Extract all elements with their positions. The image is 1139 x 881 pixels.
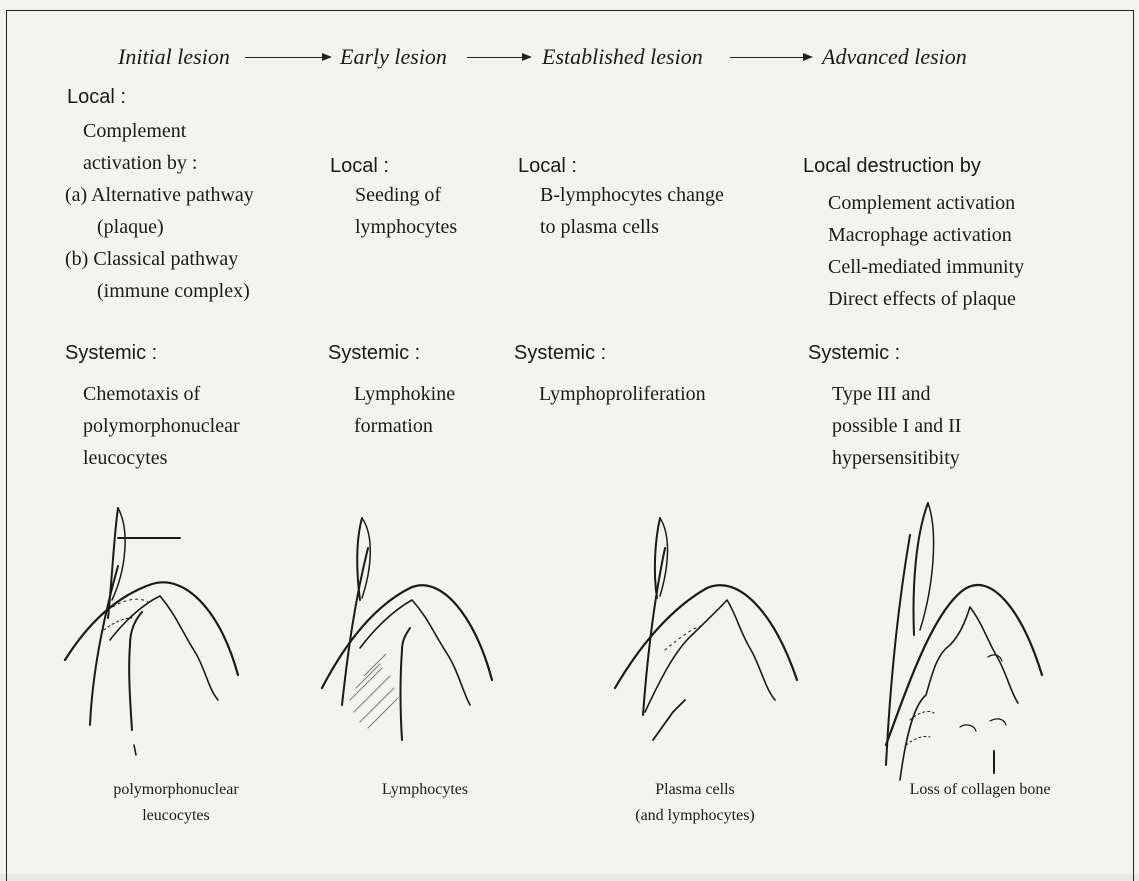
col4-systemic-line-3: hypersensitibity — [832, 442, 960, 474]
col1-systemic-heading: Systemic : — [65, 342, 157, 365]
col2-systemic-line-2: formation — [354, 410, 433, 442]
col4-local-line-4: Direct effects of plaque — [828, 283, 1016, 315]
col3-systemic-line-1: Lymphoproliferation — [539, 378, 706, 410]
col4-local-line-3: Cell-mediated immunity — [828, 251, 1024, 283]
caption-advanced-line-1: Loss of collagen bone — [870, 777, 1090, 803]
col1-local-line-1: Complement — [83, 115, 186, 147]
early-lesion-sketch — [320, 500, 520, 750]
initial-lesion-sketch — [60, 500, 260, 760]
col3-local-line-2: to plasma cells — [540, 211, 659, 243]
col4-local-line-1: Complement activation — [828, 187, 1015, 219]
caption-early-line-1: Lymphocytes — [340, 777, 510, 803]
caption-established-lesion: Plasma cells (and lymphocytes) — [605, 777, 785, 829]
col1-local-line-6: (immune complex) — [97, 275, 250, 307]
stage-arrow-3 — [730, 57, 810, 58]
caption-initial-lesion: polymorphonuclear leucocytes — [88, 777, 264, 829]
caption-established-line-1: Plasma cells — [605, 777, 785, 803]
stage-initial-lesion: Initial lesion — [118, 44, 230, 70]
caption-early-lesion: Lymphocytes — [340, 777, 510, 803]
col2-systemic-heading: Systemic : — [328, 342, 420, 365]
established-lesion-sketch — [605, 500, 805, 750]
stage-advanced-lesion: Advanced lesion — [822, 44, 967, 70]
col1-systemic-line-1: Chemotaxis of — [83, 378, 200, 410]
col1-systemic-line-2: polymorphonuclear — [83, 410, 240, 442]
col4-systemic-line-1: Type III and — [832, 378, 931, 410]
col2-systemic-line-1: Lymphokine — [354, 378, 455, 410]
col4-local-line-2: Macrophage activation — [828, 219, 1012, 251]
col3-local-line-1: B-lymphocytes change — [540, 179, 724, 211]
col1-systemic-line-3: leucocytes — [83, 442, 167, 474]
col3-systemic-heading: Systemic : — [514, 342, 606, 365]
col1-local-heading: Local : — [67, 86, 126, 109]
col3-local-heading: Local : — [518, 155, 577, 178]
col4-systemic-heading: Systemic : — [808, 342, 900, 365]
stage-early-lesion: Early lesion — [340, 44, 447, 70]
col1-local-line-3: (a) Alternative pathway — [65, 179, 254, 211]
caption-initial-line-1: polymorphonuclear — [88, 777, 264, 803]
stage-arrow-2 — [467, 57, 529, 58]
col1-local-line-2: activation by : — [83, 147, 197, 179]
col4-local-heading: Local destruction by — [803, 155, 981, 178]
col2-local-line-1: Seeding of — [355, 179, 441, 211]
caption-established-line-2: (and lymphocytes) — [605, 803, 785, 829]
col2-local-line-2: lymphocytes — [355, 211, 457, 243]
caption-initial-line-2: leucocytes — [88, 803, 264, 829]
col1-local-line-5: (b) Classical pathway — [65, 243, 238, 275]
col2-local-heading: Local : — [330, 155, 389, 178]
caption-advanced-lesion: Loss of collagen bone — [870, 777, 1090, 803]
stage-arrow-1 — [245, 57, 329, 58]
col4-systemic-line-2: possible I and II — [832, 410, 961, 442]
advanced-lesion-sketch — [870, 495, 1070, 795]
col1-local-line-4: (plaque) — [97, 211, 164, 243]
stage-established-lesion: Established lesion — [542, 44, 703, 70]
